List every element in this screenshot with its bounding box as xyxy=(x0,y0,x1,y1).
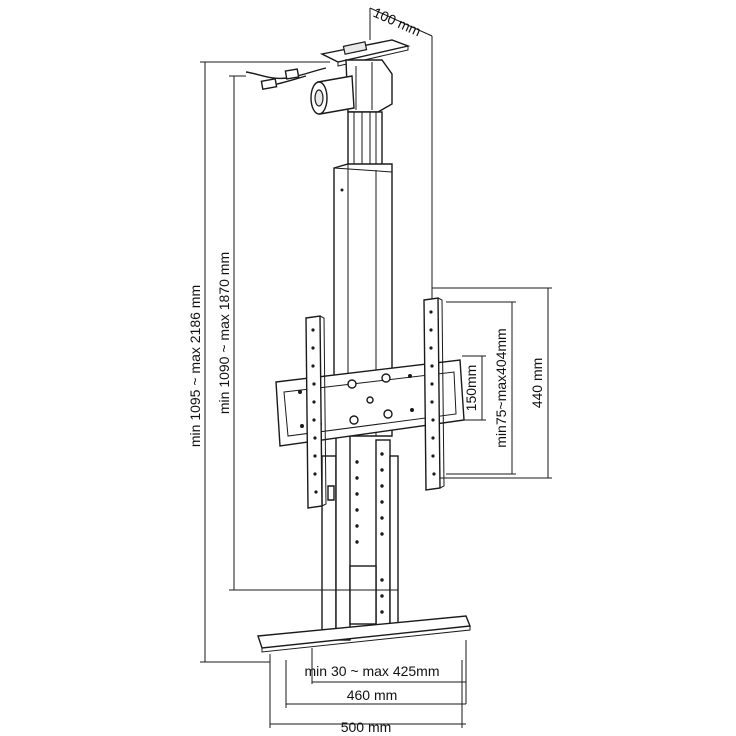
base-foot xyxy=(257,615,471,653)
label-base-inner-width: 460 mm xyxy=(347,687,398,703)
label-depth-top: 100 mm xyxy=(371,4,424,39)
carriage-holes xyxy=(355,452,384,614)
dimension-lines xyxy=(200,7,552,728)
label-bracket-height: 440 mm xyxy=(529,358,545,409)
label-column-height: min 1090 ~ max 1870 mm xyxy=(216,252,232,414)
vesa-plate-slots xyxy=(298,372,432,428)
label-base-outer-width: 500 mm xyxy=(341,719,392,735)
left-vertical-arm xyxy=(305,315,327,509)
label-vertical-range: min75~max404mm xyxy=(493,328,509,447)
label-hole-pitch: 150mm xyxy=(463,365,479,412)
right-vertical-arm xyxy=(423,297,445,491)
label-total-height: min 1095 ~ max 2186 mm xyxy=(187,285,203,447)
vesa-plate xyxy=(275,359,465,447)
ceiling-motor-unit xyxy=(245,39,411,115)
label-horizontal-range: min 30 ~ max 425mm xyxy=(305,663,440,679)
telescopic-column xyxy=(333,111,393,437)
lower-carriage xyxy=(321,435,399,641)
